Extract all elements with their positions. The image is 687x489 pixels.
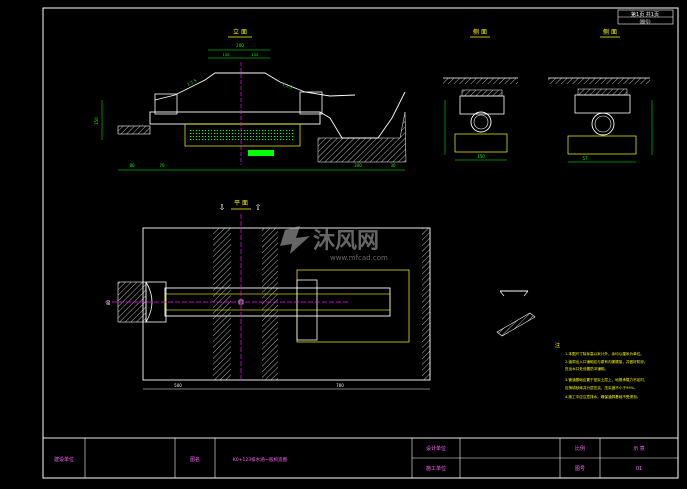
note-line-1: 1.本图尺寸除标高以米计外，余均以厘米为单位。 bbox=[565, 351, 644, 356]
culvert-foundation bbox=[184, 123, 301, 147]
side2-pipe-outer bbox=[591, 112, 615, 136]
watermark-url: www.mfcad.com bbox=[330, 254, 388, 262]
side-view-1: 侧 面 150 bbox=[443, 28, 518, 161]
plan-road-shoulder-right bbox=[262, 228, 278, 380]
side1-footing bbox=[454, 133, 508, 153]
outlet-ditch bbox=[319, 91, 406, 139]
tb-sheet-no-label: 图号 bbox=[575, 466, 585, 472]
dim-h-left: 150 bbox=[94, 117, 99, 125]
plan-view: 平 面 ⇩ ⇧ 500 700 80 bbox=[105, 200, 431, 390]
elevation-title: 立 面 bbox=[233, 28, 247, 36]
watermark-brand: 沐风网 bbox=[313, 229, 379, 254]
plan-outlet-box bbox=[296, 279, 318, 341]
ditch-lining bbox=[317, 111, 407, 163]
side1-hatch-top bbox=[443, 78, 518, 84]
note-line-4: 3.管涵基础应置于密实土层上，地基承载力不足时， bbox=[565, 377, 648, 382]
sheet-number: (图号) bbox=[639, 18, 651, 24]
plan-dim-total1: 500 bbox=[174, 383, 182, 388]
sheet-counter: 第1页 共1页 bbox=[631, 11, 659, 18]
dim-len2: 70 bbox=[159, 163, 165, 168]
tb-construction-unit-label: 施工单位 bbox=[426, 465, 446, 472]
plan-dim-total2: 700 bbox=[336, 383, 344, 388]
side1-pipe-outer bbox=[470, 111, 492, 133]
side1-pipe-inner bbox=[473, 114, 489, 130]
tb-owner-label: 建设单位 bbox=[54, 456, 74, 463]
foundation-hatch bbox=[190, 128, 295, 142]
plan-outlet-structure bbox=[296, 269, 410, 343]
dim-len4: 30 bbox=[390, 163, 396, 168]
dim-top3: 150 bbox=[252, 53, 259, 57]
tb-scale-value: 示 意 bbox=[633, 445, 645, 452]
side1-title: 侧 面 bbox=[473, 28, 487, 36]
inlet-head bbox=[154, 93, 178, 115]
section-arrow-right: ⇧ bbox=[255, 203, 262, 212]
slope-right-label: 1:1.5 bbox=[282, 81, 294, 90]
note-line-5: 应换填砂砾并分层压实，压实度不小于95%。 bbox=[565, 385, 638, 390]
side2-footing bbox=[567, 135, 637, 155]
dim-top2: 150 bbox=[223, 53, 230, 57]
watermark: 沐风网 www.mfcad.com bbox=[280, 226, 388, 262]
side2-headwall bbox=[574, 94, 631, 114]
tb-scale-label: 比例 bbox=[575, 445, 585, 452]
notes-heading: 注 bbox=[555, 342, 560, 349]
elevation-view: 立 面 200 150 150 1:1.5 1:1.5 80 70 300 30… bbox=[94, 28, 407, 171]
tb-design-unit-label: 设计单位 bbox=[426, 445, 446, 452]
inlet-apron bbox=[117, 125, 151, 135]
watermark-logo-icon bbox=[280, 226, 310, 254]
side2-cap bbox=[577, 88, 628, 96]
side2-dim-b: 57 bbox=[582, 156, 588, 161]
tb-drawing-name: K0+123排水涵一般构造图 bbox=[233, 456, 288, 463]
side1-headwall bbox=[459, 95, 505, 115]
outlet-head bbox=[299, 91, 323, 115]
detail-tick-left bbox=[499, 290, 505, 297]
dim-len3: 300 bbox=[354, 163, 362, 168]
side-view-2: 侧 面 57 bbox=[548, 28, 653, 163]
note-line-2: 2.涵洞出入口铺砌应与原有沟渠顺接，并做好防渗。 bbox=[565, 359, 648, 364]
notes-block: 注 1.本图尺寸除标高以米计外，余均以厘米为单位。 2.涵洞出入口铺砌应与原有沟… bbox=[555, 342, 648, 399]
side2-pipe-inner bbox=[594, 115, 612, 133]
side1-cap bbox=[461, 89, 503, 97]
side1-dim-w: 150 bbox=[477, 154, 485, 159]
title-block: 建设单位 图名 K0+123排水涵一般构造图 设计单位 施工单位 比例 示 意 … bbox=[42, 437, 679, 479]
plan-dim-left: 80 bbox=[106, 299, 111, 305]
side2-title: 侧 面 bbox=[603, 28, 617, 36]
detail-tick-right bbox=[523, 290, 529, 297]
plan-road-footprint bbox=[142, 227, 431, 381]
note-line-3: 进出水口处设置防冲铺砌。 bbox=[565, 366, 608, 371]
dim-len1: 80 bbox=[129, 163, 135, 168]
plan-center-mark bbox=[238, 299, 244, 305]
section-arrow-left: ⇩ bbox=[219, 203, 226, 212]
side2-hatch-top bbox=[548, 78, 650, 84]
plan-road-shoulder-left bbox=[213, 228, 231, 380]
slope-left-label: 1:1.5 bbox=[186, 77, 198, 86]
detail-sketch bbox=[496, 290, 536, 337]
dim-top1: 200 bbox=[236, 43, 244, 48]
detail-slope-plate bbox=[496, 312, 536, 337]
tb-sheet-no-value: 01 bbox=[636, 466, 642, 472]
bearing-layer-label-box bbox=[248, 150, 274, 156]
embankment-profile bbox=[154, 72, 356, 101]
tb-drawing-name-label: 图名 bbox=[190, 456, 200, 463]
plan-title: 平 面 bbox=[234, 200, 248, 207]
plan-slope-right bbox=[422, 228, 430, 380]
note-line-6: 4.施工中应注意排水，确保涵洞基础不受浸泡。 bbox=[565, 394, 640, 399]
